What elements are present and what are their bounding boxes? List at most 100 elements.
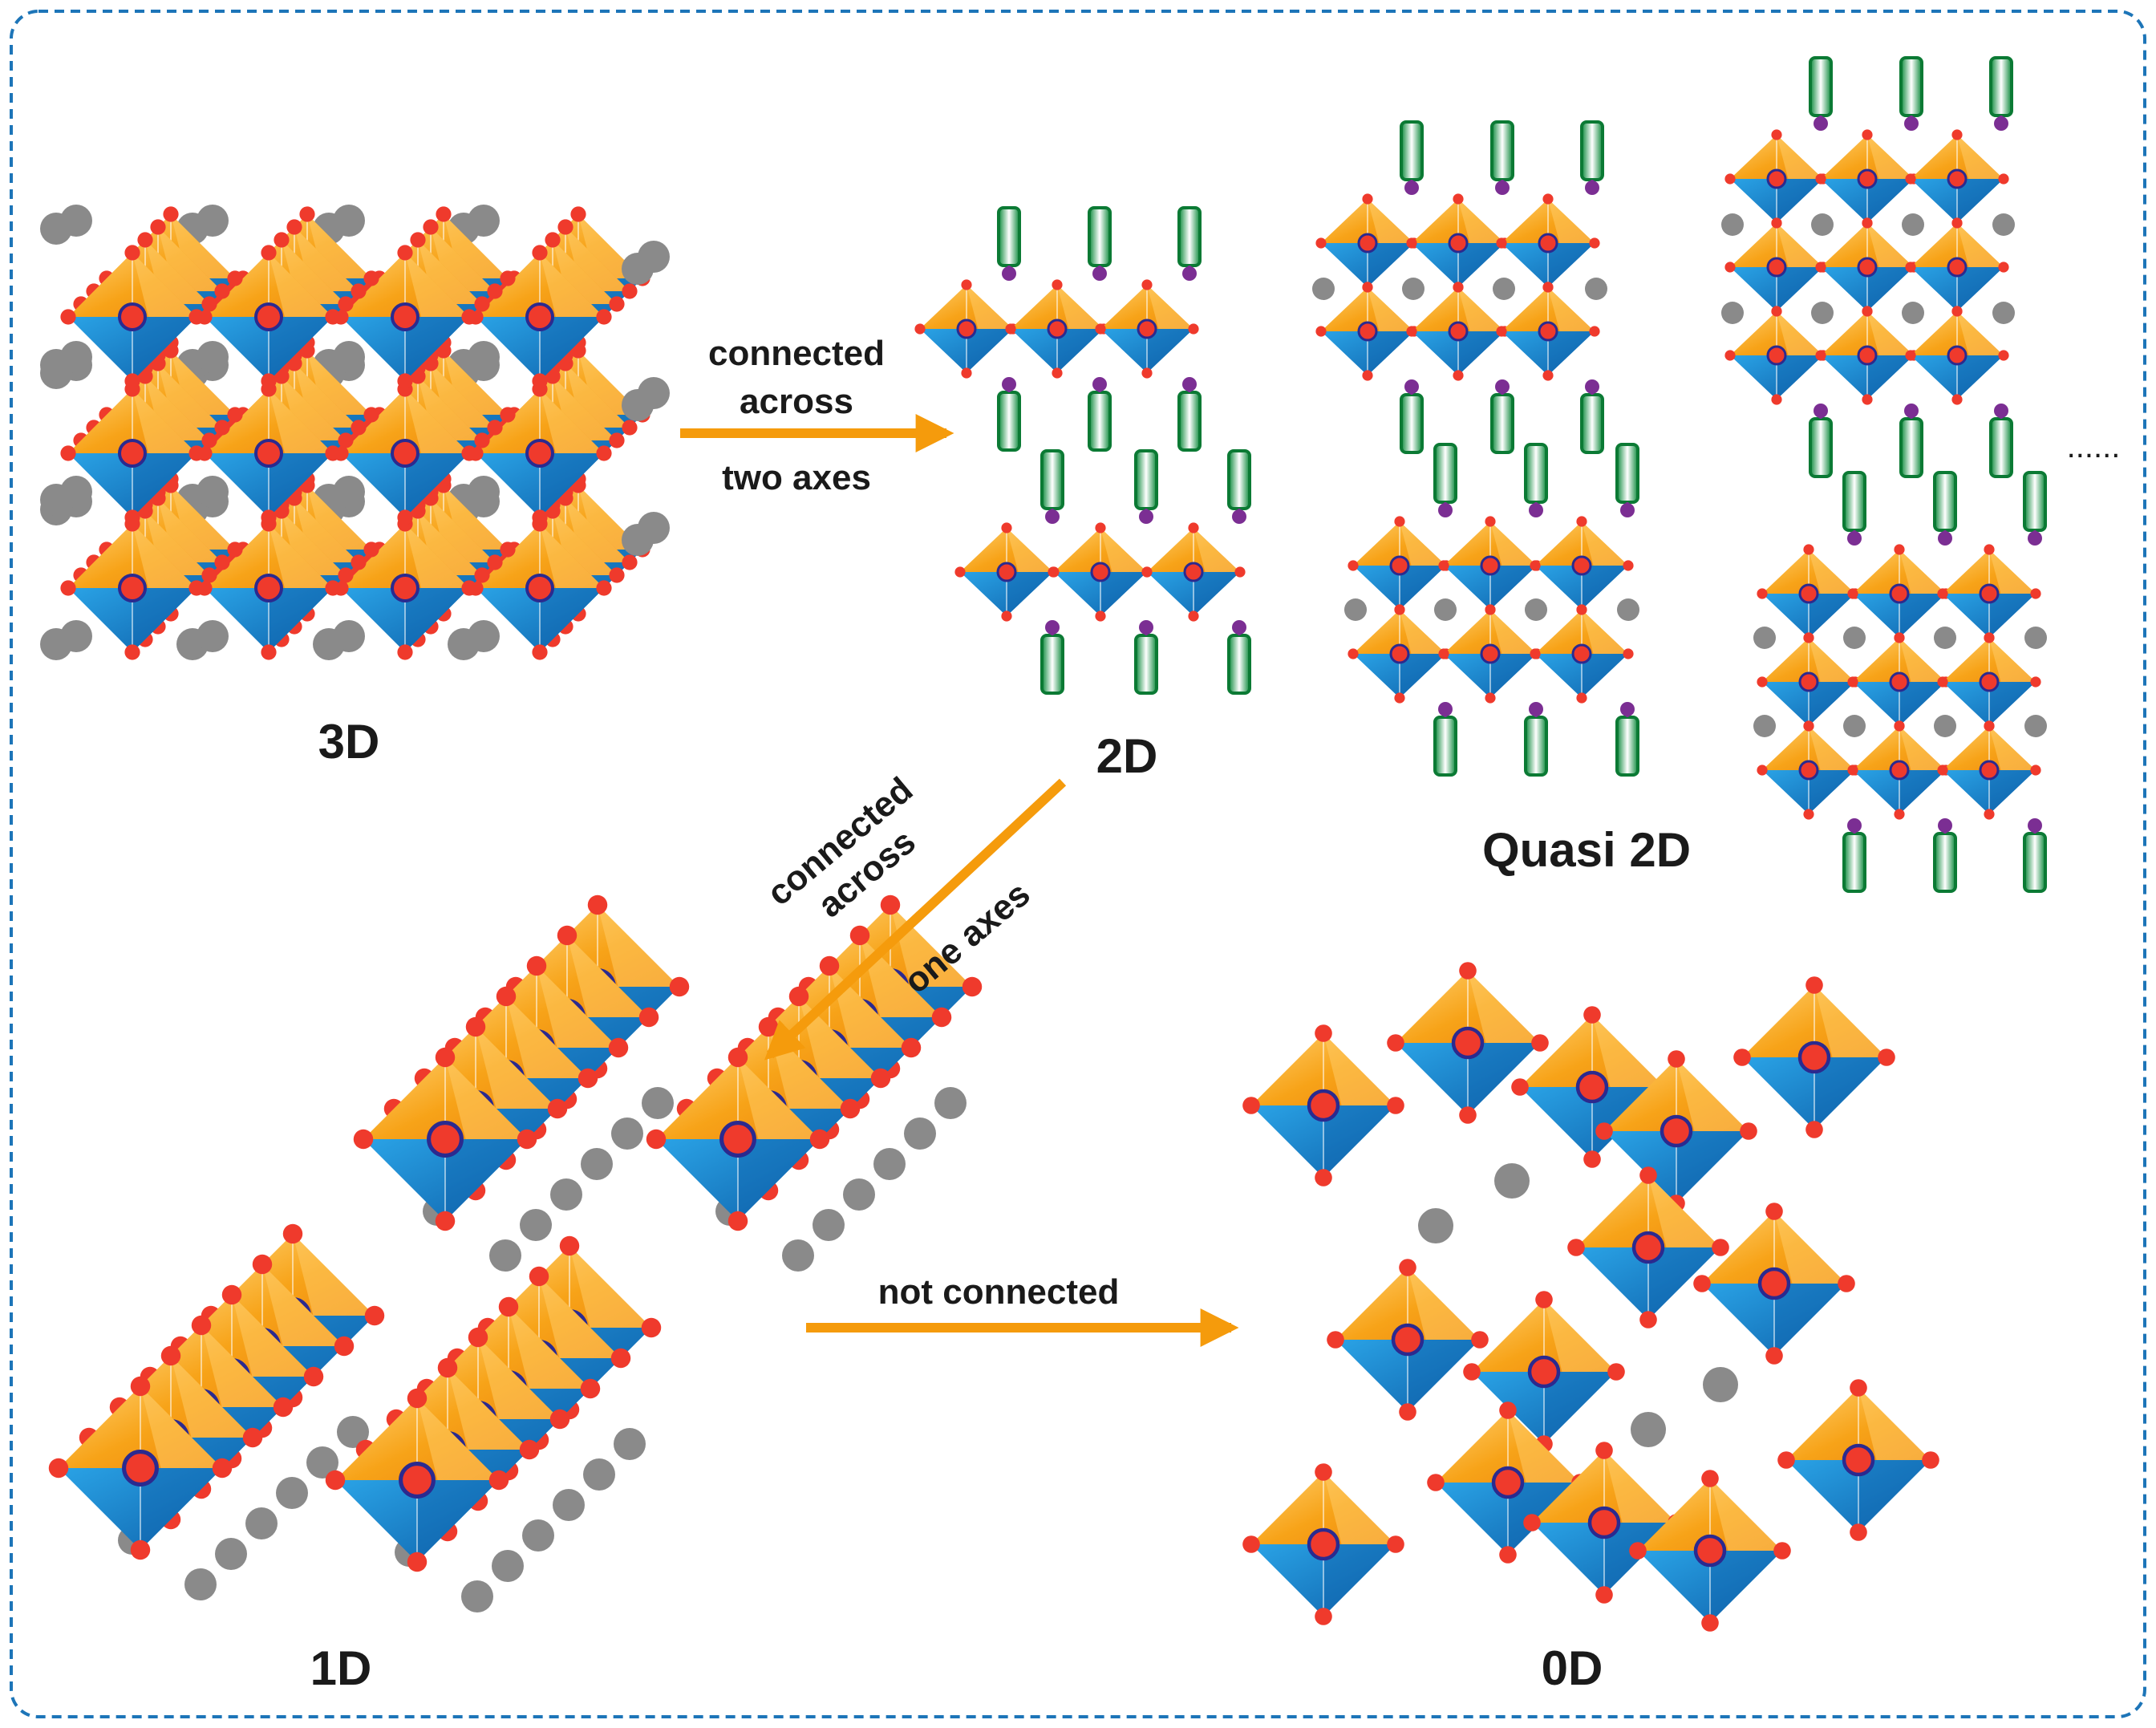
structure-quasi-2d-n3 (1721, 56, 2047, 893)
organic-spacer (2023, 471, 2047, 546)
a-site-cation (1843, 627, 1866, 649)
a-site-cation (468, 620, 500, 652)
octahedron (197, 245, 341, 389)
octahedron (1905, 306, 2009, 405)
a-site-cation (468, 476, 500, 508)
a-site-cation (611, 1118, 643, 1150)
octahedron (468, 381, 612, 525)
octahedron (1095, 279, 1199, 379)
a-site-cation (520, 1209, 552, 1241)
a-site-cation (1312, 278, 1335, 300)
organic-spacer (1177, 377, 1202, 452)
octahedron (1815, 129, 1919, 229)
a-site-cation (638, 377, 670, 409)
organic-spacer (1615, 443, 1639, 517)
octahedron (1427, 1401, 1589, 1564)
arrow-label-connected: connected (708, 334, 885, 373)
structure-layer (40, 56, 2047, 1632)
octahedron (60, 381, 205, 525)
a-site-cation (1344, 598, 1367, 621)
a-site-cation (583, 1458, 615, 1491)
a-site-cation (638, 512, 670, 544)
a-site-cation (276, 1477, 308, 1509)
a-site-cation (1418, 1208, 1453, 1243)
organic-spacer (1809, 56, 1833, 131)
octahedron (1315, 282, 1420, 381)
octahedron (1530, 516, 1634, 615)
a-site-cation (337, 1416, 369, 1448)
octahedron (1348, 604, 1452, 704)
octahedron (1567, 1166, 1729, 1328)
a-site-cation (60, 620, 92, 652)
octahedron (1315, 193, 1420, 293)
organic-spacer (1580, 379, 1604, 454)
a-site-cation (468, 205, 500, 237)
octahedron (954, 522, 1059, 622)
octahedron (1496, 193, 1600, 293)
a-site-cation (197, 205, 229, 237)
octahedron (1496, 282, 1600, 381)
a-site-cation (1902, 213, 1924, 236)
a-site-cation (1493, 278, 1515, 300)
a-site-cation (522, 1519, 554, 1552)
organic-spacer (1933, 471, 1957, 546)
arrow-label-across: across (740, 382, 853, 421)
organic-spacer (1134, 449, 1158, 524)
a-site-cation (184, 1568, 217, 1600)
octahedron (646, 1047, 830, 1231)
a-site-cation (642, 1087, 674, 1119)
octahedron (1141, 522, 1246, 622)
octahedron (1595, 1050, 1757, 1212)
organic-spacer (997, 377, 1021, 452)
a-site-cation (1934, 627, 1956, 649)
organic-spacer (2023, 818, 2047, 893)
octahedron (1757, 632, 1861, 732)
octahedron (1905, 129, 2009, 229)
octahedron (1327, 1259, 1489, 1421)
a-site-cation (1721, 302, 1744, 324)
label-3d: 3D (318, 715, 380, 769)
arrow-label-not-connected: not connected (878, 1272, 1120, 1312)
organic-spacer (1490, 120, 1514, 195)
a-site-cation (1402, 278, 1424, 300)
a-site-cation (1753, 627, 1776, 649)
a-site-cation (60, 341, 92, 373)
a-site-cation (215, 1538, 247, 1570)
organic-spacer (1177, 206, 1202, 281)
octahedron (1724, 129, 1829, 229)
organic-spacer (1490, 379, 1514, 454)
octahedron (1693, 1203, 1855, 1365)
organic-spacer (1088, 206, 1112, 281)
a-site-cation (1811, 213, 1834, 236)
arrow-label-two-axes: two axes (722, 458, 871, 497)
a-site-cation (1617, 598, 1639, 621)
a-site-cation (1434, 598, 1457, 621)
a-site-cation (873, 1148, 906, 1180)
octahedron (468, 245, 612, 389)
label-0d: 0D (1542, 1641, 1603, 1695)
octahedron (1937, 632, 2041, 732)
a-site-cation (492, 1550, 524, 1582)
a-site-cation (1721, 213, 1744, 236)
octahedron (1048, 522, 1153, 622)
organic-spacer (1227, 449, 1251, 524)
label-1d: 1D (310, 1641, 372, 1695)
octahedron (1463, 1291, 1625, 1453)
a-site-cation (813, 1209, 845, 1241)
octahedron (1847, 544, 1951, 643)
octahedron (1905, 217, 2009, 317)
octahedron (914, 279, 1019, 379)
a-site-cation (60, 476, 92, 508)
a-site-cation (333, 205, 365, 237)
a-site-cation (1525, 598, 1547, 621)
organic-spacer (1933, 818, 1957, 893)
organic-spacer (1809, 404, 1833, 478)
organic-spacer (1227, 620, 1251, 695)
octahedron (1724, 217, 1829, 317)
organic-spacer (1899, 404, 1923, 478)
a-site-cation (60, 205, 92, 237)
octahedron (197, 516, 341, 660)
a-site-cation (1934, 715, 1956, 737)
a-site-cation (782, 1239, 814, 1272)
organic-spacer (1040, 449, 1064, 524)
